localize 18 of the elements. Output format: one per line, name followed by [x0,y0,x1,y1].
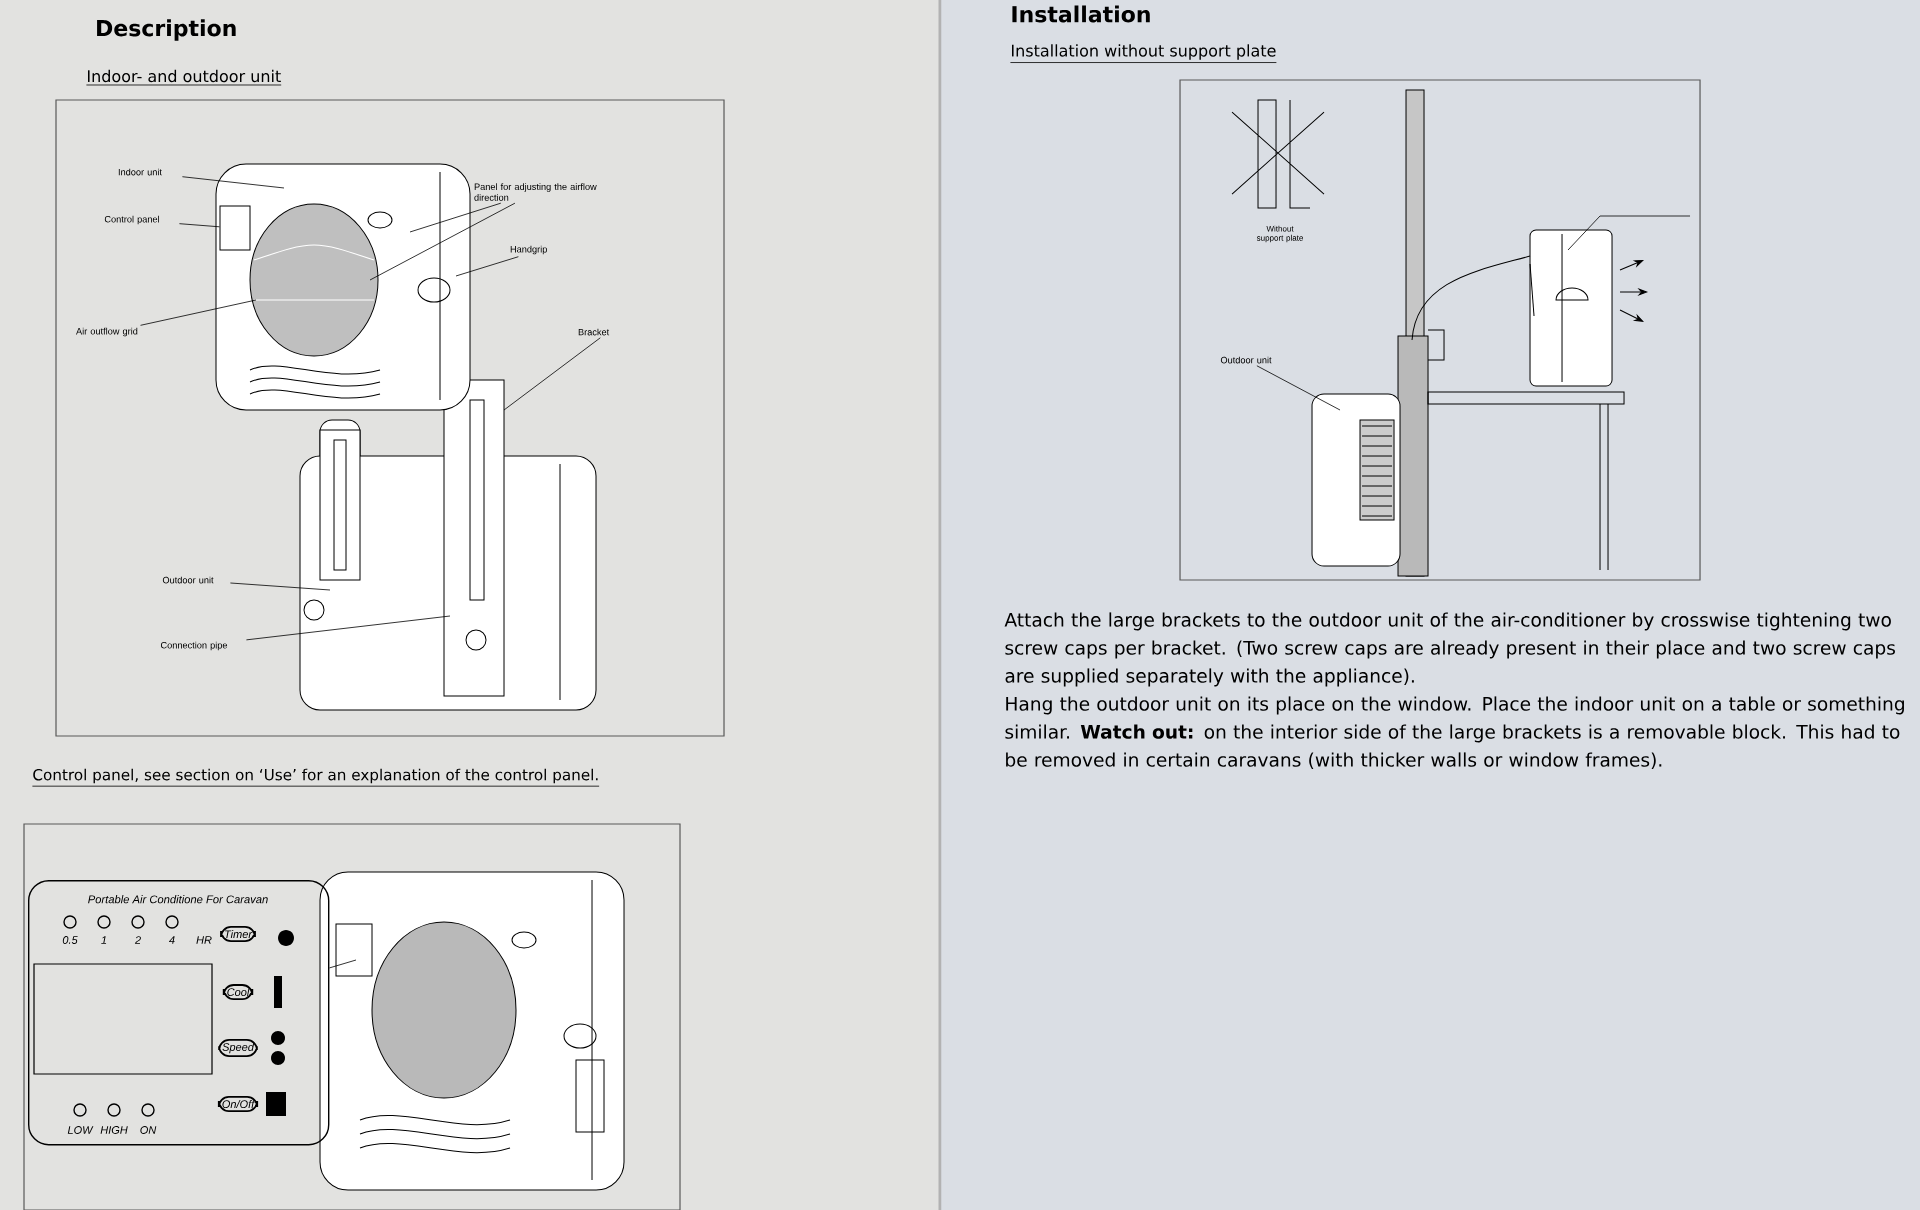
leader-line [230,582,331,591]
leader-line [503,337,601,411]
leader-line [329,959,357,969]
leader-line [455,256,519,277]
leader-line [409,202,502,233]
leader-line [179,223,220,228]
heading: Installation [1012,5,1150,23]
caption: Indoor- and outdoor unit [86,69,282,86]
leader-line [140,299,257,326]
leader-line [369,202,516,281]
heading: Description [97,19,236,41]
control-panel-display [219,205,251,251]
instruction-paragraph: Attach the large brackets to the outdoor unit of the air-conditioner by crosswise tightening two screw caps per bracket. (Two screw caps are already present in their place and two screw caps are supplied separately with the appliance). [1004,612,1895,687]
leader-line [182,176,285,189]
instruction-paragraph: Hang the outdoor unit on its place on the window. Place the indoor unit on a table or something similar. Watch out: on the interior side of the large brackets is a removable block. This had to be removed in certain caravans (with thicker walls or window frames). [1005,696,1904,769]
leader-line [246,615,451,641]
caption: Installation without support plate [1010,44,1277,63]
leader-line [1256,365,1341,411]
